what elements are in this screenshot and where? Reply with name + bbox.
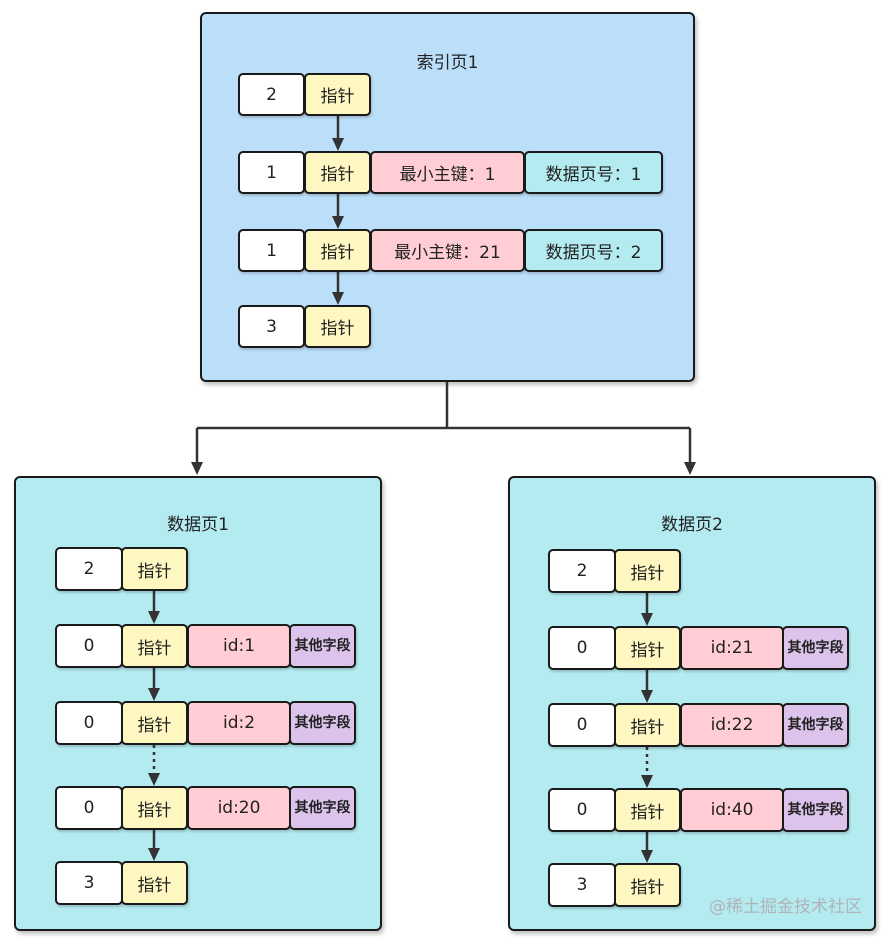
pointer-cell: 指针	[614, 626, 681, 670]
record-count-cell: 2	[238, 73, 305, 116]
pointer-cell: 指针	[614, 788, 681, 832]
arrow-to-data-page-2-head	[684, 462, 696, 475]
other-fields-cell: 其他字段	[782, 703, 849, 747]
record-count-cell: 3	[55, 861, 123, 905]
data-page-2-row-arrow-0-head	[641, 613, 653, 626]
index-row-arrow-2-head	[332, 292, 344, 305]
min-key-cell: 最小主键：21	[370, 229, 525, 272]
data-page-2-row-arrow-1-head	[641, 690, 653, 703]
pointer-cell: 指针	[304, 229, 371, 272]
pointer-cell: 指针	[121, 701, 188, 745]
data-page-title: 数据页2	[661, 515, 723, 535]
pointer-cell: 指针	[614, 549, 681, 593]
index-row-arrow-1-head	[332, 216, 344, 229]
pointer-cell: 指针	[121, 547, 188, 591]
arrow-to-data-page-1-head	[191, 462, 203, 475]
data-page-1-row-arrow-2-head	[148, 773, 160, 786]
data-page-1-row-arrow-0-head	[148, 611, 160, 624]
record-count-cell: 2	[55, 547, 123, 591]
index-page-title: 索引页1	[416, 53, 479, 73]
record-id-cell: id:40	[680, 788, 784, 832]
data-page-title: 数据页1	[167, 515, 229, 535]
min-key-cell: 最小主键：1	[370, 151, 525, 194]
record-id-cell: id:1	[187, 624, 291, 668]
data-page-1-row-arrow-1-head	[148, 688, 160, 701]
pointer-cell: 指针	[304, 73, 371, 116]
data-page-1-row-arrow-3-head	[148, 848, 160, 861]
pointer-cell: 指针	[121, 861, 188, 905]
pointer-cell: 指针	[121, 786, 188, 830]
index-row-arrow-0-head	[332, 138, 344, 151]
record-id-cell: id:22	[680, 703, 784, 747]
record-id-cell: id:2	[187, 701, 291, 745]
pointer-cell: 指针	[614, 703, 681, 747]
other-fields-cell: 其他字段	[782, 788, 849, 832]
record-id-cell: id:20	[187, 786, 291, 830]
data-page-2-row-arrow-2-head	[641, 775, 653, 788]
record-count-cell: 3	[238, 305, 305, 348]
pointer-cell: 指针	[121, 624, 188, 668]
record-count-cell: 0	[55, 786, 123, 830]
record-count-cell: 0	[548, 626, 616, 670]
record-count-cell: 0	[548, 788, 616, 832]
record-count-cell: 3	[548, 863, 616, 907]
page-number-cell: 数据页号：2	[524, 229, 663, 272]
record-count-cell: 1	[238, 151, 305, 194]
record-count-cell: 0	[55, 624, 123, 668]
record-count-cell: 1	[238, 229, 305, 272]
pointer-cell: 指针	[614, 863, 681, 907]
record-count-cell: 0	[548, 703, 616, 747]
other-fields-cell: 其他字段	[782, 626, 849, 670]
watermark: @稀土掘金技术社区	[709, 897, 862, 917]
other-fields-cell: 其他字段	[289, 701, 356, 745]
data-page-2-row-arrow-3-head	[641, 850, 653, 863]
pointer-cell: 指针	[304, 151, 371, 194]
other-fields-cell: 其他字段	[289, 624, 356, 668]
other-fields-cell: 其他字段	[289, 786, 356, 830]
pointer-cell: 指针	[304, 305, 371, 348]
record-count-cell: 0	[55, 701, 123, 745]
record-count-cell: 2	[548, 549, 616, 593]
record-id-cell: id:21	[680, 626, 784, 670]
page-number-cell: 数据页号：1	[524, 151, 663, 194]
